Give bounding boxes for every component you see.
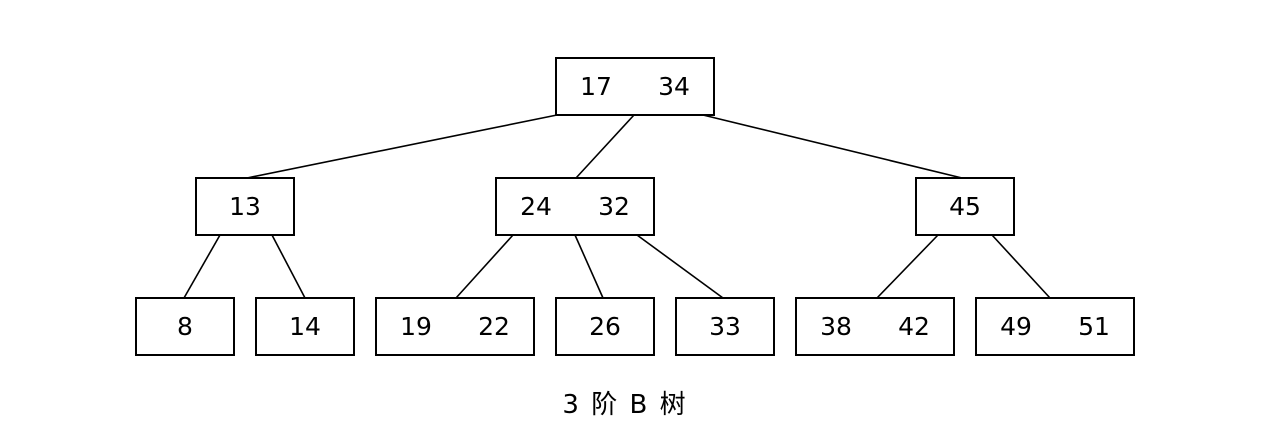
node-key: 49 — [1000, 312, 1032, 341]
tree-edge-n24-32-n33 — [636, 234, 724, 299]
tree-node-n26: 26 — [555, 297, 655, 356]
tree-node-n45: 45 — [915, 177, 1015, 236]
tree-edge-n13-n14 — [271, 234, 306, 299]
tree-node-n38-42: 38 42 — [795, 297, 955, 356]
node-key: 42 — [898, 312, 930, 341]
node-key: 14 — [289, 312, 321, 341]
node-key: 24 — [520, 192, 552, 221]
tree-node-n33: 33 — [675, 297, 775, 356]
tree-node-n8: 8 — [135, 297, 235, 356]
node-key: 13 — [229, 192, 261, 221]
diagram-caption: 3 阶 B 树 — [562, 390, 688, 420]
tree-edge-root-n24-32 — [575, 114, 635, 179]
node-key: 17 — [580, 72, 612, 101]
node-key: 19 — [400, 312, 432, 341]
tree-edge-n45-n49-51 — [991, 234, 1051, 299]
node-key: 8 — [177, 312, 193, 341]
node-key: 26 — [589, 312, 621, 341]
tree-edge-n24-32-n19-22 — [455, 234, 514, 299]
tree-edge-root-n13 — [246, 114, 558, 179]
tree-edge-n24-32-n26 — [574, 234, 604, 299]
node-key: 51 — [1078, 312, 1110, 341]
node-key: 33 — [709, 312, 741, 341]
node-key: 34 — [658, 72, 690, 101]
node-key: 22 — [478, 312, 510, 341]
node-key: 32 — [598, 192, 630, 221]
node-key: 38 — [820, 312, 852, 341]
tree-node-n24-32: 24 32 — [495, 177, 655, 236]
tree-edge-n13-n8 — [183, 234, 221, 299]
tree-node-n49-51: 49 51 — [975, 297, 1135, 356]
tree-edge-root-n45 — [702, 114, 963, 179]
tree-node-n13: 13 — [195, 177, 295, 236]
tree-node-n14: 14 — [255, 297, 355, 356]
node-key: 45 — [949, 192, 981, 221]
tree-edge-n45-n38-42 — [876, 234, 939, 299]
